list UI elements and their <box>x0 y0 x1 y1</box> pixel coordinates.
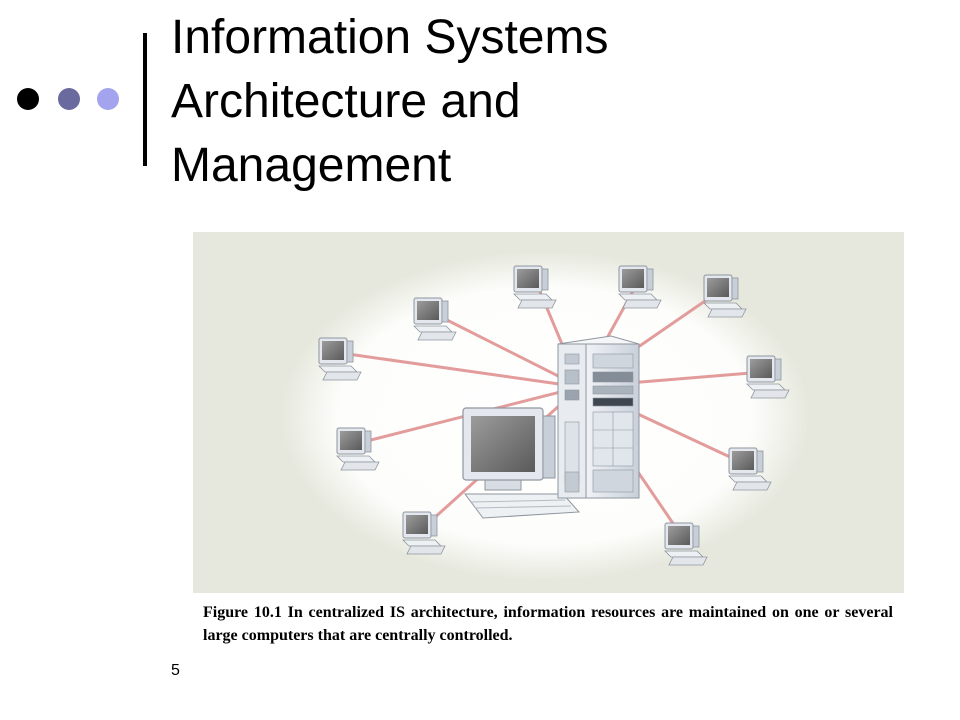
dot-black <box>17 88 39 110</box>
slide-title-line-3: Management <box>171 139 452 192</box>
page-number: 5 <box>171 662 180 679</box>
centralized-network-diagram <box>280 251 810 581</box>
title-divider <box>143 33 147 166</box>
main-terminal-icon <box>462 407 581 519</box>
figure-caption: Figure 10.1 In centralized IS architectu… <box>203 604 893 644</box>
bullet-dots <box>0 0 140 140</box>
slide-title-line-1: Information Systems <box>171 11 609 64</box>
network-figure <box>193 232 904 593</box>
mainframe-server-icon <box>557 335 640 499</box>
dot-lavender <box>97 88 119 110</box>
slide-title: Information Systems Architecture and Man… <box>171 6 608 198</box>
dot-slate <box>58 88 80 110</box>
slide-title-line-2: Architecture and <box>171 75 521 128</box>
